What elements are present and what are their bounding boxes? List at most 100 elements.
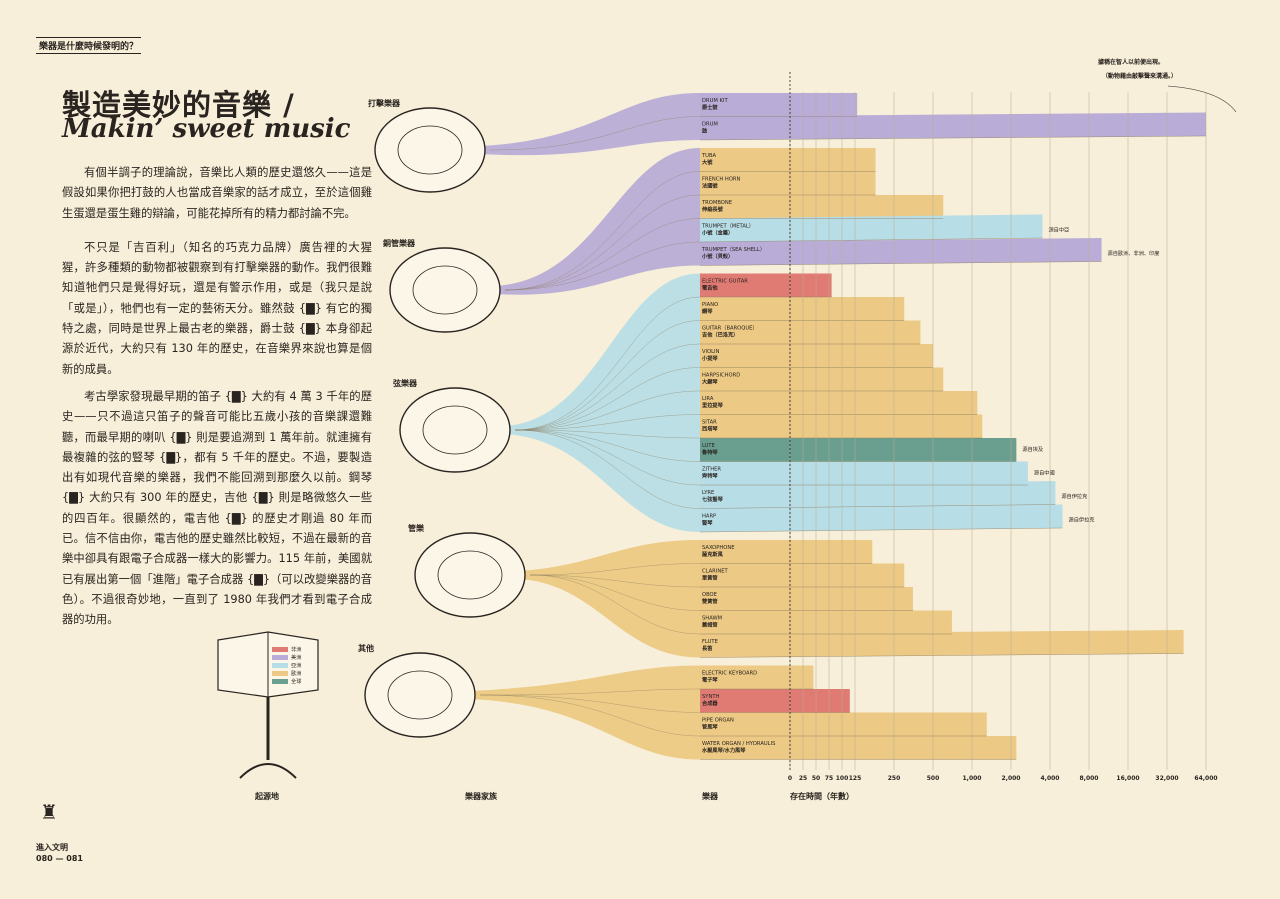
instrument-zh-label: 伸縮長號 [701,205,724,213]
instrument-en-label: ELECTRIC KEYBOARD [702,671,757,677]
instrument-en-label: WATER ORGAN / HYDRAULIS [702,741,775,747]
stream-line [529,574,701,588]
x-tick-label: 50 [812,775,820,782]
page-title-zh: 製造美妙的音樂 / [62,88,295,122]
stream-line [514,429,701,486]
instrument-zh-label: 里拉提琴 [702,401,724,409]
bar-guitar-baroque- [700,320,921,344]
label-time: 存在時間（年數） [790,792,854,801]
family-stream [505,273,700,532]
family-label: 弦樂器 [393,378,418,388]
page-title-en: Makin’ sweet music [62,114,351,144]
instrument-en-label: ZITHER [702,467,721,473]
family-streams [470,93,701,760]
x-tick-label: 1,000 [963,775,982,782]
instrument-zh-label: 管風琴 [702,723,718,731]
body-text: 有個半調子的理論說，音樂比人類的歷史還悠久——這是假設如果你把打鼓的人也當成音樂… [62,163,372,638]
x-tick-label: 8,000 [1080,775,1099,782]
row-separator [699,135,1207,141]
instrument-zh-label: 合成器 [702,699,718,707]
stream-line [514,414,701,431]
bar-tuba [700,148,876,172]
bar-electric-guitar [700,273,832,297]
stream-line [514,390,701,431]
instrument-sketch-detail [437,550,503,600]
instrument-sketch-detail [397,125,463,175]
bar-water-organ-hydraulis [700,736,1017,760]
stream-line [489,116,701,151]
bar-shawm [700,610,952,634]
instrument-bars [700,93,1206,760]
bar-sitar [700,414,983,438]
footer-section: 進入文明 [36,843,68,852]
paragraph-2: 不只是「吉百利」（知名的巧克力品牌）廣告裡的大猩猩，許多種類的動物都被觀察到有打… [62,240,372,376]
instrument-en-label: TUBA [701,153,717,159]
stream-line [529,574,701,635]
x-tick-label: 2,000 [1002,775,1021,782]
x-tick-label: 100 [836,775,849,782]
label-instrument: 樂器 [702,792,718,801]
instrument-en-label: TROMBONE [701,200,732,206]
instrument-zh-label: 小號（貝殼） [702,252,733,260]
bar-violin [700,344,933,368]
instrument-en-label: HARPSICHORD [702,373,740,379]
row-separator [699,237,1043,243]
instrument-en-label: OBOE [702,592,717,598]
bar-synth [700,689,850,713]
bar-clarinet [700,563,905,587]
instrument-zh-label: 蕭姆管 [701,621,718,629]
bar-drum-kit [700,93,858,117]
bar-lira [700,391,978,415]
instrument-zh-label: 魯特琴 [701,448,718,456]
instrument-zh-label: 鼓 [702,127,708,135]
family-stream [520,540,700,658]
stream-line [504,241,701,291]
stream-line [479,694,701,713]
row-separator [699,527,1063,533]
row-separator [699,653,1184,658]
instrument-en-label: DRUM KIT [702,98,728,104]
instrument-en-label: SYNTH [702,694,720,700]
stream-line [529,563,701,576]
instrument-zh-label: 電吉他 [702,284,718,292]
instrument-en-label: PIPE ORGAN [702,718,734,724]
paragraph-3: 考古學家發現最早期的笛子 {▇} 大約有 4 萬 3 千年的歷史——只不過這只笛… [62,389,372,627]
top-note-pointer [1167,85,1237,113]
bar-trombone [700,195,944,219]
stream-line [514,343,701,431]
instrument-zh-label: 電子琴 [702,676,718,684]
top-note-line1: 據稱在智人以前便出現。 [1098,58,1164,66]
instrument-en-label: DRUM [702,122,718,128]
instrument-zh-label: 鋼琴 [701,307,713,315]
bar-trumpet-sea-shell- [700,238,1102,266]
instrument-zh-label: 雙簧管 [702,597,718,605]
stream-line [504,171,701,291]
bar-flute [700,630,1184,658]
origin-note: 源自歐洲、非洲、印度 [1108,249,1160,257]
instrument-sketch-detail [387,670,453,720]
origin-note: 源自伊拉克 [1061,492,1087,500]
label-origin: 起源地 [255,792,279,801]
instrument-sketch-icon [399,387,511,473]
stream-line [514,429,701,462]
legend-global: 全球 [291,677,302,685]
instrument-sketch-icon [414,532,526,618]
bar-harpsichord [700,367,944,391]
row-separator [699,504,1056,509]
instrument-en-label: GUITAR（BAROQUE） [702,325,758,332]
conductor-icon: ♜ [40,800,58,824]
bar-lyre [700,481,1056,509]
bar-electric-keyboard [700,665,814,689]
instrument-zh-label: 齊特琴 [701,472,718,480]
stream-line [514,320,701,431]
instrument-en-label: SAXOPHONE [702,545,735,551]
x-tick-label: 500 [927,775,940,782]
bar-saxophone [700,540,873,564]
instrument-en-label: TRUMPET（METAL） [701,223,754,230]
instrument-en-label: ELECTRIC GUITAR [702,279,748,285]
x-tick-label: 25 [799,775,807,782]
